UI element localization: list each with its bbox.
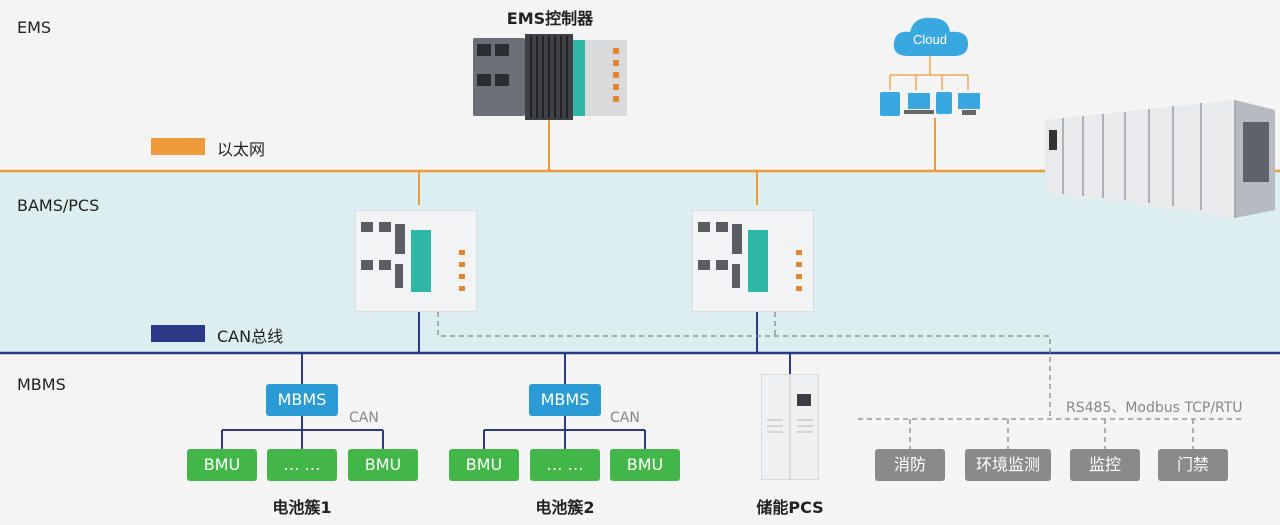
bmu-ellipsis-box-2: … … [530,449,600,481]
mbms-box-1: MBMS [266,384,338,416]
legend-ethernet-label: 以太网 [217,140,266,159]
energy-storage-container [1045,100,1275,218]
bams-controller-1 [355,210,477,312]
subsystem-surveillance: 监控 [1070,449,1140,481]
subsystem-environment-monitoring: 环境监测 [965,449,1051,481]
subsystem-access-control: 门禁 [1158,449,1228,481]
layer-label-bams: BAMS/PCS [17,196,100,215]
bmu-box-2b: BMU [610,449,680,481]
bmu-box-2a: BMU [449,449,519,481]
bmu-box-1a: BMU [187,449,257,481]
layer-label-mbms: MBMS [17,375,66,394]
bmu-ellipsis-box-1: … … [267,449,337,481]
pcs-label: 储能PCS [756,498,824,517]
pcs-cabinet [761,374,819,480]
mbms-layer-band [0,353,1280,525]
cloud-icon: Cloud [893,17,968,56]
subsystem-fire-protection: 消防 [875,449,945,481]
cloud-label: Cloud [913,32,947,47]
bams-controller-2 [692,210,814,312]
ems-controller-device [473,34,627,120]
legend-ethernet-swatch [151,138,205,155]
ems-controller-label: EMS控制器 [506,9,594,28]
bams-layer-band [0,171,1280,353]
layer-label-ems: EMS [17,18,52,37]
mbms-box-2: MBMS [529,384,601,416]
client-devices-icon [880,92,980,116]
protocol-label: RS485、Modbus TCP/RTU [1066,400,1243,416]
legend-can-swatch [151,325,205,342]
cluster2-label: 电池簇2 [535,498,595,517]
cluster1-label: 电池簇1 [272,498,332,517]
bmu-box-1b: BMU [348,449,418,481]
can-label-2: CAN [610,410,640,426]
can-label-1: CAN [349,410,379,426]
legend-can-label: CAN总线 [217,327,284,346]
